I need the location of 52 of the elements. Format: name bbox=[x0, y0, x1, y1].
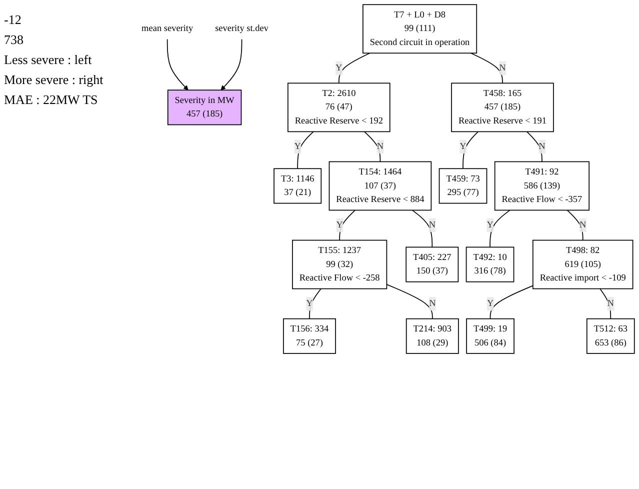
connector bbox=[490, 210, 510, 248]
edge-label: Y bbox=[336, 62, 342, 73]
edge-label: N bbox=[429, 298, 436, 308]
connector bbox=[339, 210, 356, 241]
note-text: MAE : 22MW TS bbox=[4, 92, 99, 108]
node-box: T214: 903 108 (29) bbox=[406, 318, 459, 354]
edge-label: Y bbox=[336, 220, 343, 230]
node-box: T155: 1237 99 (32) Reactive Flow < -258 bbox=[292, 240, 388, 290]
note-text: -12 bbox=[4, 12, 22, 28]
edge-label: N bbox=[428, 220, 436, 230]
connector bbox=[338, 52, 370, 84]
arrow bbox=[166, 38, 188, 90]
connector bbox=[526, 131, 542, 162]
node-box: T498: 82 619 (105) Reactive import < -109 bbox=[532, 240, 634, 290]
node-box: T3: 1146 37 (21) bbox=[274, 168, 322, 204]
node-box: T154: 1464 107 (37) Reactive Reserve < 884 bbox=[328, 161, 432, 211]
connector bbox=[386, 284, 433, 320]
node-text: severity st.dev bbox=[215, 24, 268, 34]
edge-label: Y bbox=[486, 298, 494, 308]
node-box: T499: 19 506 (84) bbox=[466, 318, 514, 354]
connector bbox=[364, 131, 381, 162]
node-box: T2: 2610 76 (47) Reactive Reserve < 192 bbox=[288, 82, 390, 132]
connector bbox=[297, 131, 314, 170]
node-box: T492: 10 316 (78) bbox=[466, 246, 514, 282]
note-text: 738 bbox=[4, 32, 24, 48]
connector bbox=[309, 288, 322, 320]
connector bbox=[470, 52, 503, 84]
edge-label: Y bbox=[486, 220, 494, 230]
edge-label: Y bbox=[460, 141, 466, 152]
connector bbox=[412, 210, 433, 248]
edge-label: N bbox=[376, 141, 384, 152]
connector bbox=[566, 210, 584, 241]
connector bbox=[462, 131, 479, 170]
edge-label: N bbox=[499, 62, 506, 73]
edge-label: Y bbox=[294, 141, 301, 152]
edge-label: Y bbox=[306, 298, 313, 308]
node-text: mean severity bbox=[142, 24, 194, 34]
node-box: Severity in MW 457 (185) bbox=[167, 90, 242, 126]
connector bbox=[490, 285, 534, 320]
edge-label: N bbox=[538, 141, 546, 152]
node-box: T405: 227 150 (37) bbox=[406, 246, 459, 282]
arrow bbox=[220, 38, 242, 90]
node-box: T459: 73 295 (77) bbox=[438, 168, 488, 204]
edge-label: N bbox=[607, 298, 614, 308]
node-box: T156: 334 75 (27) bbox=[283, 318, 336, 354]
edge-label: N bbox=[580, 220, 586, 230]
note-text: Less severe : left bbox=[4, 52, 93, 68]
note-text: More severe : right bbox=[4, 72, 104, 88]
node-box: T7 + L0 + D8 99 (111) Second circuit in operation bbox=[362, 4, 478, 54]
node-box: T512: 63 653 (86) bbox=[586, 318, 635, 354]
node-box: T491: 92 586 (139) Reactive Flow < -357 bbox=[494, 161, 590, 211]
node-box: T458: 165 457 (185) Reactive Reserve < 191 bbox=[451, 82, 554, 132]
